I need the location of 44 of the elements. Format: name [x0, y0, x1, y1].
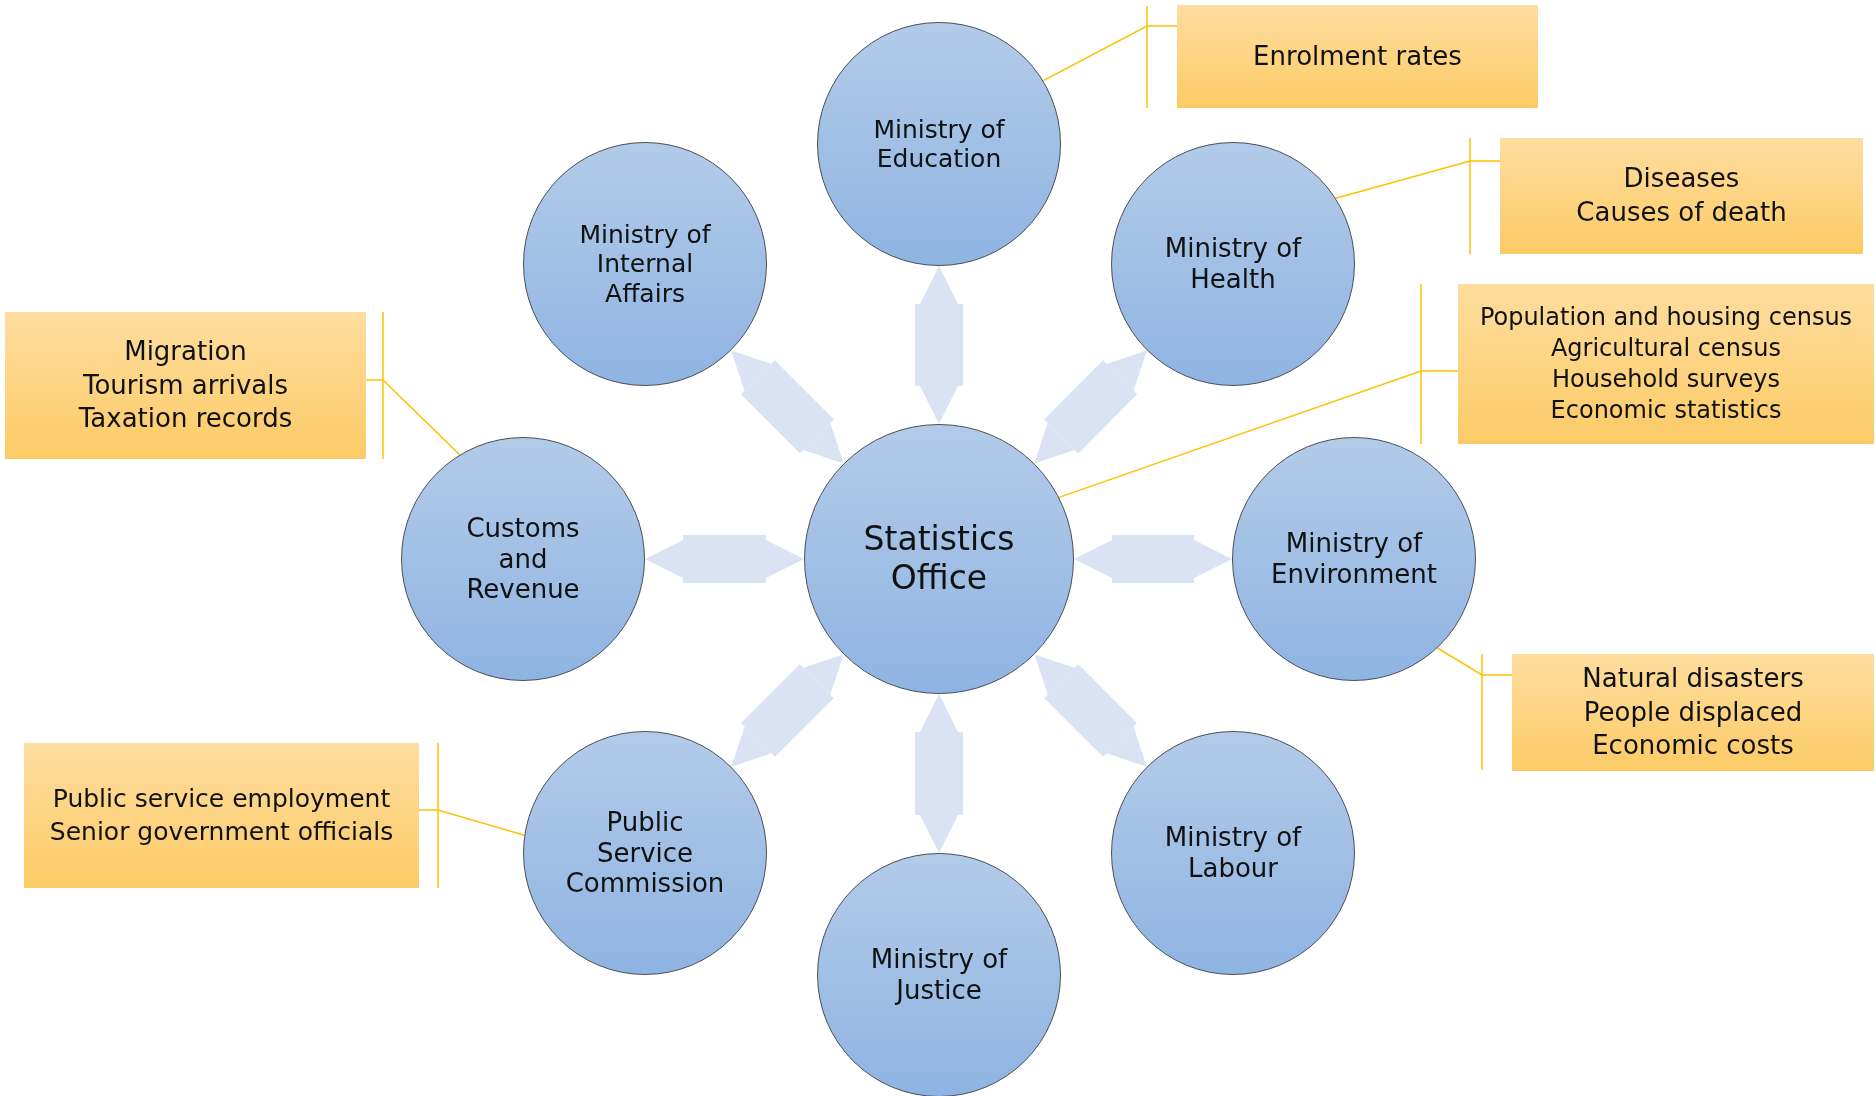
topic-text: Economic costs: [1592, 729, 1794, 763]
circle-label: Ministry of Justice: [869, 944, 1009, 1006]
double-arrow: [915, 266, 963, 424]
data-topic-box: [5, 312, 366, 459]
double-arrow: [1034, 654, 1147, 767]
leader-line: [1042, 25, 1178, 82]
leader-line: [1436, 647, 1513, 676]
double-arrow: [731, 654, 844, 767]
leader-line: [365, 379, 461, 456]
topic-text: Agricultural census: [1550, 332, 1782, 364]
topic-text: Population and housing census: [1479, 301, 1853, 333]
circle-label: Customs and Revenue: [465, 513, 581, 605]
leader-line: [1335, 160, 1501, 200]
circle-label: Statistics Office: [862, 520, 1016, 598]
circle-label: Ministry of Education: [872, 114, 1006, 174]
leader-line: [1058, 370, 1459, 499]
topic-text: Natural disasters: [1582, 661, 1804, 695]
leader-line: [418, 809, 526, 836]
topic-text: Migration: [124, 334, 247, 368]
topic-text: Economic statistics: [1550, 395, 1782, 427]
topic-text: Causes of death: [1576, 196, 1787, 229]
topic-text: Tourism arrivals: [82, 368, 289, 402]
circle-label: Ministry of Internal Affairs: [578, 219, 712, 309]
double-arrow: [1074, 535, 1232, 583]
circle-label: Ministry of Health: [1163, 233, 1303, 295]
data-topic-box: [1177, 5, 1538, 108]
circle-label: Ministry of Environment: [1270, 528, 1438, 590]
double-arrow: [645, 535, 804, 583]
topic-text: Taxation records: [78, 402, 293, 436]
double-arrow: [731, 350, 844, 464]
data-topic-box: [1500, 138, 1863, 254]
circle-label: Public Service Commission: [564, 807, 726, 899]
data-topic-box: [1512, 654, 1874, 771]
double-arrow: [915, 694, 963, 853]
topic-text: Enrolment rates: [1253, 39, 1462, 73]
circle-label: Ministry of Labour: [1163, 822, 1303, 884]
topic-text: Household surveys: [1552, 364, 1780, 395]
topic-text: Public service employment: [52, 783, 391, 815]
double-arrow: [1034, 350, 1147, 464]
topic-text: Diseases: [1623, 162, 1740, 196]
data-topic-box: [24, 743, 419, 888]
data-topic-box: [1458, 284, 1874, 444]
topic-text: People displaced: [1583, 695, 1803, 729]
topic-text: Senior government officials: [49, 815, 394, 848]
